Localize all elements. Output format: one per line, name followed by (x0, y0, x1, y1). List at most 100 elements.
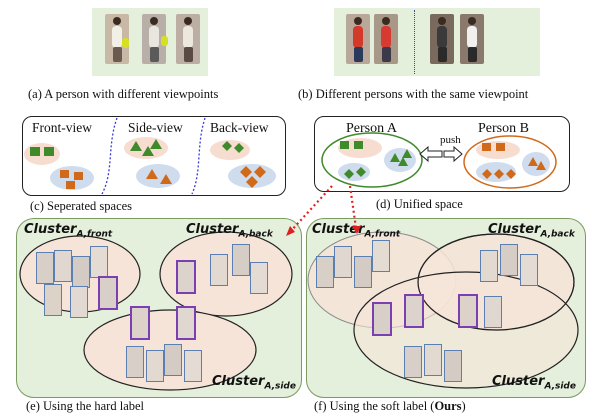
person-thumbnail (184, 350, 202, 382)
cluster-side-subscript: A,side (544, 381, 576, 392)
orange-triangle (146, 169, 158, 179)
person-thumbnail (372, 240, 390, 272)
cluster-front-label: ClusterA,front (24, 222, 113, 240)
person-thumbnail (126, 346, 144, 378)
green-square (340, 141, 349, 149)
back-view-label: Back-view (210, 120, 269, 135)
red-dotted-line (348, 185, 358, 229)
cluster-back-label: ClusterA,back (186, 222, 273, 240)
person-thumbnail (444, 350, 462, 382)
person-photo (430, 14, 454, 64)
caption-f: (f) Using the soft label (Ours) (314, 399, 466, 413)
cluster-side-subscript: A,side (264, 381, 296, 392)
orange-diamond (506, 169, 516, 179)
person-thumbnail-ambiguous (404, 294, 424, 328)
caption-f-ours: Ours (434, 399, 462, 413)
green-diamond (344, 169, 354, 179)
cluster-back-subscript: A,back (540, 229, 575, 240)
orange-diamond (240, 166, 252, 178)
person-thumbnail (70, 286, 88, 318)
person-photo (346, 14, 370, 64)
person-thumbnail (232, 244, 250, 276)
divider-line (191, 117, 206, 195)
person-thumbnail-ambiguous (372, 302, 392, 336)
orange-square (66, 181, 75, 189)
yellow-bag (161, 36, 168, 46)
person-thumbnail (54, 250, 72, 282)
caption-d: (d) Unified space (376, 197, 463, 211)
person-thumbnail (316, 256, 334, 288)
person-thumbnail (210, 254, 228, 286)
orange-diamond (246, 176, 258, 188)
orange-square (74, 172, 83, 180)
cluster-front-label: ClusterA,front (312, 222, 401, 240)
cluster-back-label: ClusterA,back (488, 222, 575, 240)
person-thumbnail (480, 250, 498, 282)
caption-c: (c) Seperated spaces (30, 199, 133, 213)
green-triangle (130, 141, 142, 151)
push-label: push (440, 134, 461, 146)
person-thumbnail (404, 346, 422, 378)
person-thumbnail (164, 344, 182, 376)
green-square (354, 141, 363, 149)
person-thumbnail (354, 256, 372, 288)
cluster-front-subscript: A,front (76, 229, 113, 240)
person-thumbnail (36, 252, 54, 284)
person-b-label: Person B (478, 121, 529, 136)
orange-triangle (160, 174, 172, 184)
green-diamond (356, 167, 366, 177)
unified-space-diagram (321, 132, 557, 189)
person-thumbnail-ambiguous (176, 260, 196, 294)
orange-triangle (528, 157, 538, 166)
orange-diamond (494, 169, 504, 179)
person-a-label: Person A (346, 121, 397, 136)
orange-diamond (254, 166, 266, 178)
green-triangle (402, 149, 412, 158)
separator-dotted-line (414, 10, 415, 74)
person-photo (460, 14, 484, 64)
yellow-bag (122, 38, 129, 48)
orange-diamond (482, 169, 492, 179)
green-triangle (150, 139, 162, 149)
push-arrow-left (419, 145, 443, 163)
caption-a: (a) A person with different viewpoints (28, 87, 219, 101)
cluster-back-subscript: A,back (238, 229, 273, 240)
blue-blob (338, 163, 370, 181)
person-thumbnail-ambiguous (130, 306, 150, 340)
orange-square (482, 143, 491, 151)
push-arrow-right (443, 145, 463, 163)
person-photo (374, 14, 398, 64)
person-thumbnail-ambiguous (176, 306, 196, 340)
divider-line (101, 117, 118, 195)
person-thumbnail (146, 350, 164, 382)
green-square (44, 147, 54, 156)
orange-triangle (536, 161, 546, 170)
person-thumbnail (424, 344, 442, 376)
cluster-front-subscript: A,front (364, 229, 401, 240)
cluster-side-label: ClusterA,side (212, 374, 296, 392)
orange-square (60, 170, 69, 178)
person-thumbnail (520, 254, 538, 286)
red-arrowhead (352, 226, 361, 234)
separated-spaces-diagram (24, 117, 276, 195)
green-square (30, 147, 40, 156)
person-thumbnail-ambiguous (98, 276, 118, 310)
orange-square (496, 143, 505, 151)
caption-e: (e) Using the hard label (26, 399, 145, 413)
caption-b: (b) Different persons with the same view… (298, 87, 529, 101)
person-thumbnail (250, 262, 268, 294)
green-triangle (142, 146, 154, 156)
cluster-side-label: ClusterA,side (492, 374, 576, 392)
red-dotted-line (289, 185, 333, 233)
person-thumbnail (44, 284, 62, 316)
green-diamond (234, 143, 244, 153)
person-thumbnail-ambiguous (458, 294, 478, 328)
green-diamond (222, 141, 232, 151)
side-view-label: Side-view (128, 120, 183, 135)
cluster-back-ellipse (417, 233, 575, 331)
person-thumbnail (500, 244, 518, 276)
front-view-label: Front-view (32, 120, 92, 135)
red-arrowhead (286, 226, 295, 236)
green-triangle (398, 157, 408, 166)
